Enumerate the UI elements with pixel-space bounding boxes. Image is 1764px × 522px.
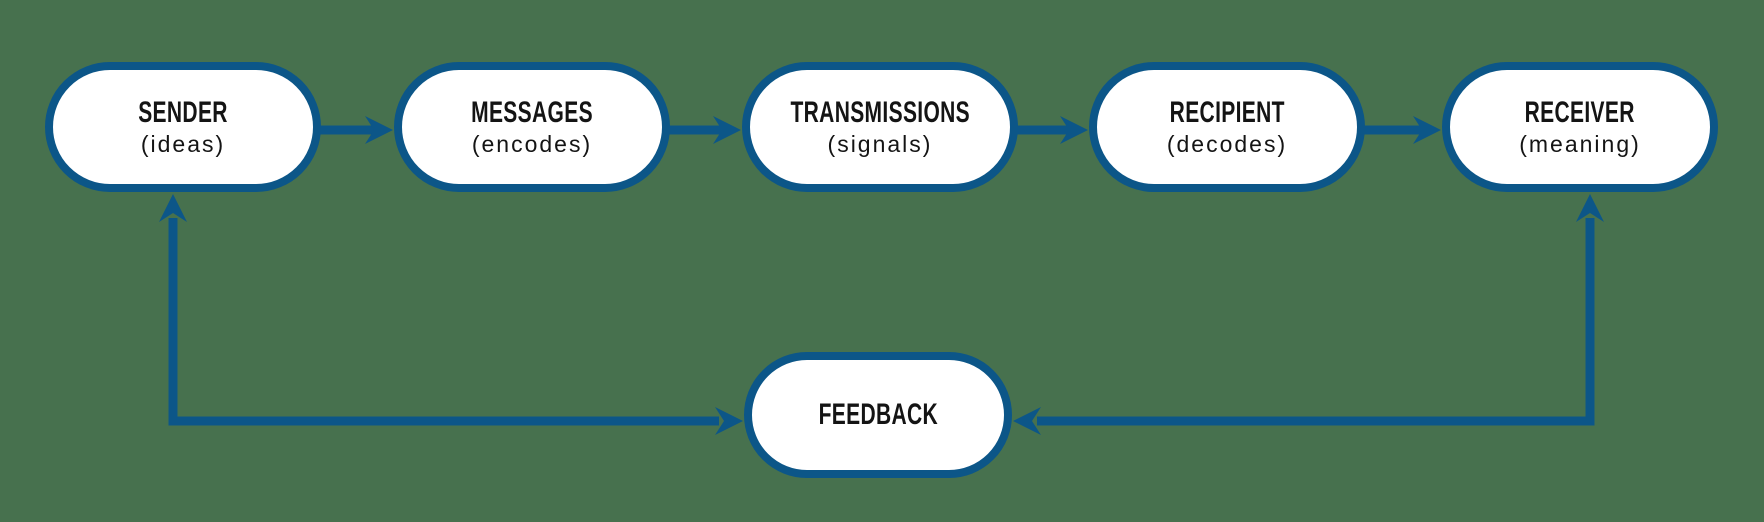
arrowhead-up-into-sender xyxy=(159,194,187,222)
node-sender-title: SENDER xyxy=(138,96,228,130)
node-receiver: RECEIVER (meaning) xyxy=(1442,62,1718,192)
node-recipient-title: RECIPIENT xyxy=(1169,96,1285,130)
node-sender-subtitle: (ideas) xyxy=(140,130,226,157)
feedback-loop-right xyxy=(1013,194,1604,435)
arrow-transmissions-to-recipient xyxy=(1013,116,1088,144)
node-transmissions: TRANSMISSIONS (signals) xyxy=(742,62,1018,192)
node-recipient: RECIPIENT (decodes) xyxy=(1089,62,1365,192)
node-messages-title: MESSAGES xyxy=(471,96,593,130)
node-recipient-subtitle: (decodes) xyxy=(1166,130,1288,157)
arrow-recipient-to-receiver xyxy=(1360,116,1441,144)
node-transmissions-title: TRANSMISSIONS xyxy=(790,96,970,130)
node-messages-subtitle: (encodes) xyxy=(471,130,593,157)
arrow-messages-to-transmissions xyxy=(665,116,741,144)
feedback-loop-left xyxy=(159,194,743,435)
node-messages: MESSAGES (encodes) xyxy=(394,62,670,192)
arrow-sender-to-messages xyxy=(317,116,393,144)
arrowhead-up-into-receiver xyxy=(1576,194,1604,222)
arrowhead-right-into-feedback xyxy=(715,407,743,435)
node-feedback: FEEDBACK xyxy=(744,352,1012,478)
arrowhead-left-into-feedback xyxy=(1013,407,1041,435)
node-transmissions-subtitle: (signals) xyxy=(827,130,933,157)
node-feedback-title: FEEDBACK xyxy=(818,398,938,432)
node-sender: SENDER (ideas) xyxy=(45,62,321,192)
node-receiver-title: RECEIVER xyxy=(1524,96,1636,130)
node-receiver-subtitle: (meaning) xyxy=(1519,130,1641,157)
